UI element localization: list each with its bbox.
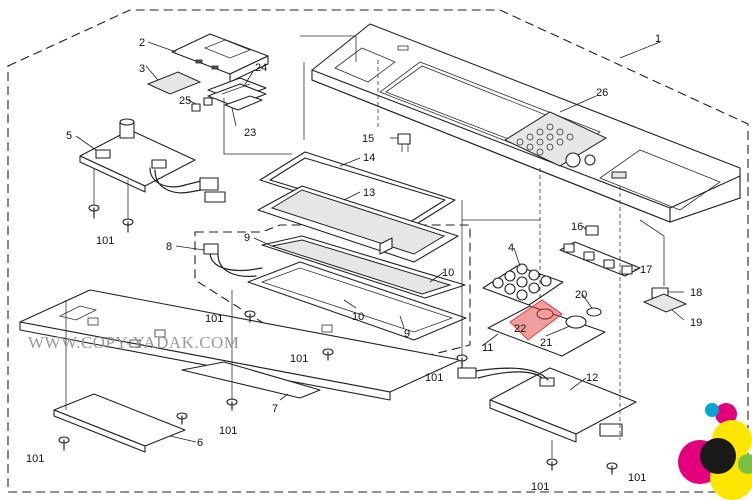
part-6-board xyxy=(53,393,186,453)
part-12-main-board xyxy=(457,367,637,443)
callout-16: 16 xyxy=(571,221,583,233)
part-7-strip xyxy=(181,361,321,399)
part-4-key-rubber xyxy=(482,263,564,306)
callout-22: 22 xyxy=(514,323,526,335)
part-20-button xyxy=(586,307,602,317)
screw xyxy=(58,436,70,451)
callout-1: 1 xyxy=(655,33,661,45)
callout-101f: 101 xyxy=(26,453,44,465)
screw xyxy=(244,310,256,323)
callout-15: 15 xyxy=(362,133,374,145)
part-2-bracket xyxy=(171,33,269,83)
callout-8: 8 xyxy=(166,241,172,253)
panel-keys xyxy=(516,123,574,156)
callout-101g: 101 xyxy=(531,481,549,493)
watermark-text: WWW.COPY-YADAK.COM xyxy=(28,333,239,352)
callout-20: 20 xyxy=(575,289,587,301)
screw xyxy=(546,458,558,471)
screw xyxy=(456,354,468,369)
part-5-pcb xyxy=(79,118,226,203)
part-21-button xyxy=(565,315,587,329)
screw xyxy=(606,462,618,475)
callout-18: 18 xyxy=(690,287,702,299)
callout-10b: 10 xyxy=(352,311,364,323)
part-24-connector xyxy=(207,77,267,107)
callout-14: 14 xyxy=(363,152,375,164)
callouts: 1 2 3 4 5 6 7 8 9 9 10 10 11 12 13 14 15… xyxy=(26,33,702,493)
callout-7: 7 xyxy=(272,403,278,415)
callout-19: 19 xyxy=(690,317,702,329)
callout-9a: 9 xyxy=(244,232,250,244)
screw xyxy=(226,398,238,411)
screw xyxy=(122,218,134,233)
screw xyxy=(322,348,334,361)
callout-21: 21 xyxy=(540,337,552,349)
callout-3: 3 xyxy=(139,63,145,75)
screw xyxy=(176,412,188,425)
callout-9b: 9 xyxy=(404,328,410,340)
part-17-keys xyxy=(559,241,641,277)
screws xyxy=(58,204,618,475)
callout-13: 13 xyxy=(363,187,375,199)
callout-25: 25 xyxy=(179,95,191,107)
callout-23: 23 xyxy=(244,127,256,139)
callout-101b: 101 xyxy=(205,313,223,325)
part-10-glass xyxy=(247,261,467,341)
part-3-sheet xyxy=(146,71,202,95)
highlight-part-22 xyxy=(509,299,563,341)
callout-17: 17 xyxy=(640,264,652,276)
part-8-harness xyxy=(203,243,263,277)
part-19-sheet xyxy=(642,293,688,313)
callout-26: 26 xyxy=(596,87,608,99)
lcd-subassembly-boundary xyxy=(194,224,471,366)
part-16-key xyxy=(585,225,599,236)
leader-lines xyxy=(65,35,685,458)
callout-24: 24 xyxy=(255,62,267,74)
callout-101d: 101 xyxy=(425,372,443,384)
callout-101c: 101 xyxy=(290,353,308,365)
part-25-clip xyxy=(191,97,213,112)
assembly-boundary xyxy=(7,9,749,493)
callout-6: 6 xyxy=(197,437,203,449)
callout-10a: 10 xyxy=(442,267,454,279)
callout-5: 5 xyxy=(66,130,72,142)
part-13-lcd-panel xyxy=(257,185,459,263)
callout-101h: 101 xyxy=(628,472,646,484)
callout-12: 12 xyxy=(586,372,598,384)
callout-11: 11 xyxy=(482,342,493,354)
part-15-connector xyxy=(397,133,411,152)
part-23-connector xyxy=(224,95,263,111)
screw xyxy=(88,204,100,219)
callout-4: 4 xyxy=(508,242,514,254)
operation-panel-cover xyxy=(311,23,741,223)
part-9-gasket xyxy=(261,235,466,299)
callout-101e: 101 xyxy=(219,425,237,437)
callout-2: 2 xyxy=(139,37,145,49)
lower-frame xyxy=(19,289,461,401)
cmyk-logo xyxy=(678,403,752,500)
callout-101a: 101 xyxy=(96,235,114,247)
